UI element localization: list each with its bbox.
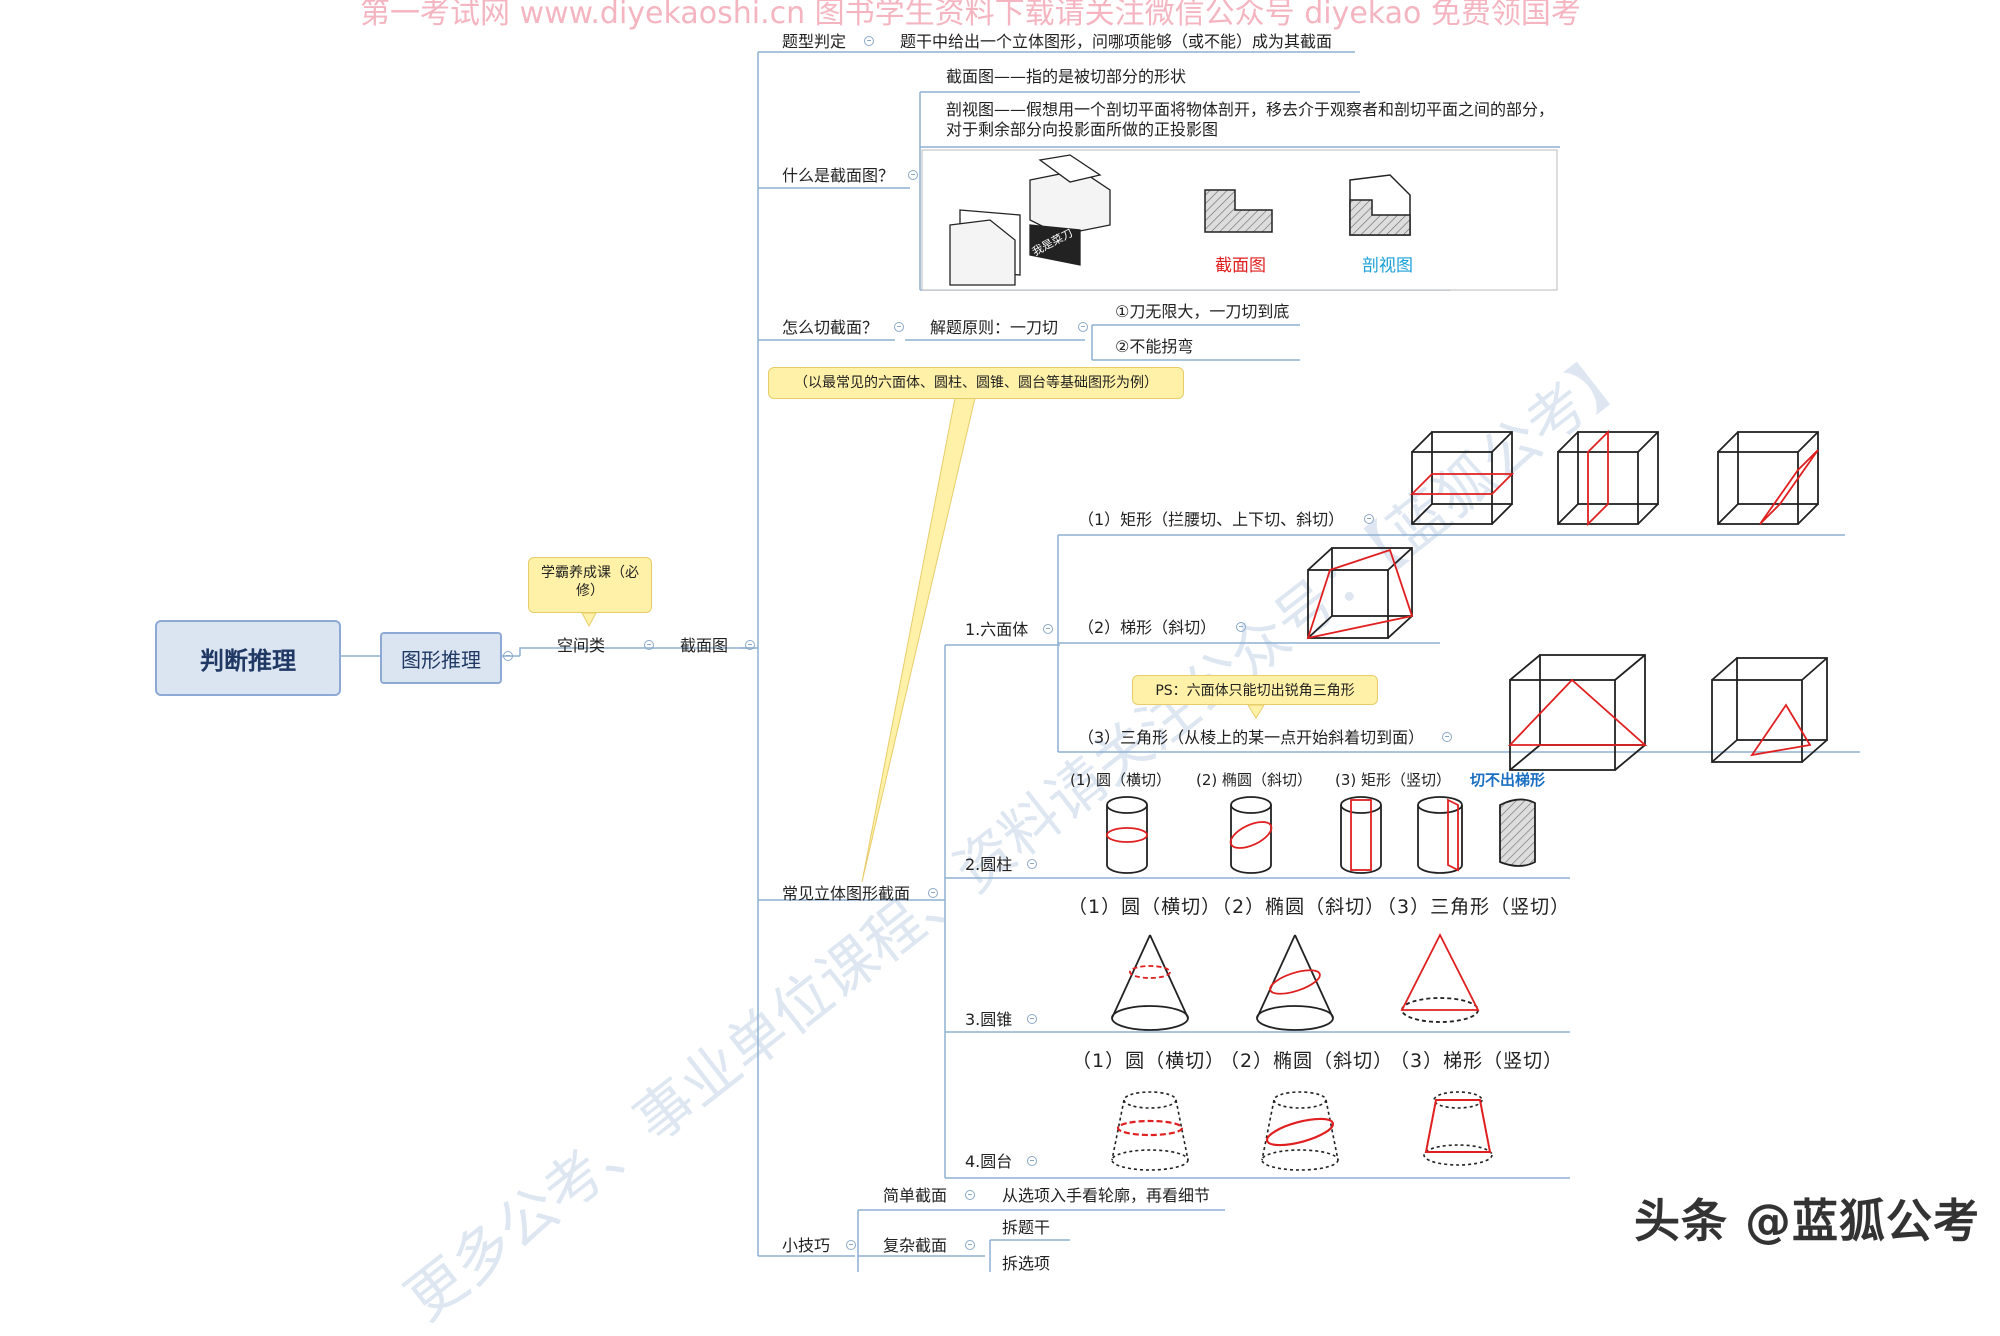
collapse-toggle[interactable] bbox=[644, 640, 654, 650]
level2-callout: 学霸养成课（必修） bbox=[528, 557, 652, 613]
cone-item-3: （3）三角形（竖切） bbox=[1377, 896, 1571, 918]
section-image-label: 截面图 bbox=[1215, 256, 1266, 276]
collapse-toggle[interactable] bbox=[864, 36, 874, 46]
frustum-item-2: （2）椭圆（斜切） bbox=[1220, 1050, 1394, 1072]
simple-section-desc: 从选项入手看轮廓，再看细节 bbox=[1002, 1186, 1211, 1205]
hex-tri-cubes bbox=[1507, 654, 1828, 771]
cylinder-note: 切不出梯形 bbox=[1470, 771, 1546, 789]
cut-rule-2: ②不能拐弯 bbox=[1115, 337, 1194, 356]
section-shape-illustration bbox=[1204, 174, 1411, 236]
frustum-node[interactable]: 4.圆台 bbox=[965, 1152, 1013, 1171]
cone-node[interactable]: 3.圆锥 bbox=[965, 1010, 1013, 1029]
cylinder-item-3: (3) 矩形（竖切） bbox=[1335, 771, 1452, 789]
hex-ps-callout: PS：六面体只能切出锐角三角形 bbox=[1132, 675, 1378, 705]
complex-item-2: 拆选项 bbox=[1002, 1254, 1051, 1273]
what-is-node[interactable]: 什么是截面图？ bbox=[782, 166, 895, 185]
root-node[interactable]: 判断推理 bbox=[155, 620, 341, 696]
cylinder-illustrations bbox=[1106, 796, 1536, 874]
collapse-toggle[interactable] bbox=[1364, 514, 1374, 524]
cut-block-illustration bbox=[949, 154, 1111, 286]
collapse-toggle[interactable] bbox=[965, 1240, 975, 1250]
hex-trap-cube bbox=[1306, 547, 1414, 640]
collapse-toggle[interactable] bbox=[745, 640, 755, 650]
collapse-toggle[interactable] bbox=[894, 322, 904, 332]
cone-item-1: （1）圆（横切） bbox=[1068, 896, 1222, 918]
how-cut-node[interactable]: 怎么切截面？ bbox=[782, 318, 879, 337]
collapse-toggle[interactable] bbox=[1236, 622, 1246, 632]
cutaway-definition: 剖视图——假想用一个剖切平面将物体剖开，移去介于观察者和剖切平面之间的部分，对于… bbox=[946, 100, 1555, 139]
frustum-item-3: （3）梯形（竖切） bbox=[1390, 1050, 1564, 1072]
cone-item-2: （2）椭圆（斜切） bbox=[1212, 896, 1386, 918]
hex-rect-cubes bbox=[1409, 429, 1819, 527]
frustum-item-1: （1）圆（横切） bbox=[1072, 1050, 1226, 1072]
hex-trap-label: （2）梯形（斜切） bbox=[1078, 618, 1217, 637]
top-watermark: 第一考试网 www.diyekaoshi.cn 图书学生资料下载请关注微信公众号… bbox=[360, 0, 1581, 31]
cylinder-item-1: (1) 圆（横切） bbox=[1070, 771, 1172, 789]
type-judge-node[interactable]: 题型判定 bbox=[782, 32, 847, 51]
type-judge-desc: 题干中给出一个立体图形，问哪项能够（或不能）成为其截面 bbox=[900, 32, 1333, 51]
brand-label: 头条 @蓝狐公考 bbox=[1633, 1194, 1980, 1248]
collapse-toggle[interactable] bbox=[846, 1240, 856, 1250]
cut-rule-1: ①刀无限大，一刀切到底 bbox=[1115, 302, 1290, 321]
mindmap-canvas: 我是菜刀 bbox=[337, 51, 1860, 1272]
collapse-toggle[interactable] bbox=[965, 1190, 975, 1200]
simple-section-node[interactable]: 简单截面 bbox=[883, 1186, 948, 1205]
cutaway-image-label: 剖视图 bbox=[1362, 256, 1413, 276]
collapse-toggle[interactable] bbox=[1043, 624, 1053, 634]
collapse-toggle[interactable] bbox=[1027, 1156, 1037, 1166]
level3-node[interactable]: 截面图 bbox=[680, 636, 729, 655]
common-callout: （以最常见的六面体、圆柱、圆锥、圆台等基础图形为例） bbox=[768, 367, 1184, 399]
section-definition: 截面图——指的是被切部分的形状 bbox=[946, 67, 1187, 86]
level1-node[interactable]: 图形推理 bbox=[380, 632, 502, 684]
cylinder-item-2: (2) 椭圆（斜切） bbox=[1196, 771, 1313, 789]
collapse-toggle[interactable] bbox=[908, 170, 918, 180]
collapse-toggle[interactable] bbox=[1078, 322, 1088, 332]
hexahedron-node[interactable]: 1.六面体 bbox=[965, 620, 1029, 639]
frustum-illustrations bbox=[1111, 1091, 1493, 1171]
complex-item-1: 拆题干 bbox=[1002, 1218, 1051, 1237]
collapse-toggle[interactable] bbox=[503, 651, 513, 661]
collapse-toggle[interactable] bbox=[1027, 859, 1037, 869]
collapse-toggle[interactable] bbox=[1442, 732, 1452, 742]
cone-illustrations bbox=[1111, 933, 1480, 1031]
cut-principle[interactable]: 解题原则：一刀切 bbox=[930, 318, 1059, 337]
tips-node[interactable]: 小技巧 bbox=[782, 1236, 831, 1255]
hex-rect-label: （1）矩形（拦腰切、上下切、斜切） bbox=[1078, 510, 1345, 529]
common-node[interactable]: 常见立体图形截面 bbox=[782, 884, 911, 903]
cylinder-node[interactable]: 2.圆柱 bbox=[965, 855, 1013, 874]
collapse-toggle[interactable] bbox=[1027, 1014, 1037, 1024]
complex-section-node[interactable]: 复杂截面 bbox=[883, 1236, 948, 1255]
hex-tri-label: （3）三角形（从棱上的某一点开始斜着切到面） bbox=[1078, 728, 1425, 747]
level2-node[interactable]: 空间类 bbox=[557, 636, 606, 655]
collapse-toggle[interactable] bbox=[928, 888, 938, 898]
